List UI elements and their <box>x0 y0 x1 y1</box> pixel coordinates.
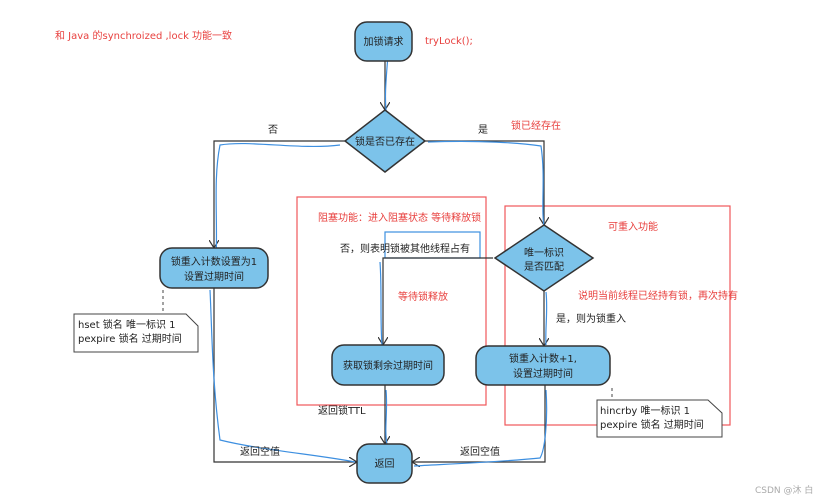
edge-null-right <box>412 385 546 462</box>
incr-label-2: 设置过期时间 <box>513 367 573 380</box>
match-decision-node[interactable] <box>493 224 595 292</box>
watermark: CSDN @沐 白 <box>755 484 813 496</box>
match-label-1: 唯一标识 <box>524 247 564 259</box>
return-node[interactable] <box>356 443 413 484</box>
top-note: 和 Java 的synchroized ,lock 功能一致 <box>55 29 232 42</box>
hincrby-note-line2: pexpire 锁名 过期时间 <box>600 418 704 431</box>
annotation-scribbles <box>209 54 548 467</box>
exists-decision-label: 锁是否已存在 <box>355 135 415 148</box>
match-label-2: 是否匹配 <box>524 261 564 273</box>
return-label: 返回 <box>375 458 395 470</box>
set-count-label-2: 设置过期时间 <box>184 270 244 283</box>
edge-label-return-ttl: 返回锁TTL <box>318 404 366 417</box>
lock-exists-note: 锁已经存在 <box>511 119 561 132</box>
exists-decision-node[interactable] <box>343 109 427 173</box>
edge-no-exists <box>214 140 345 248</box>
get-ttl-label: 获取锁剩余过期时间 <box>343 359 433 372</box>
reentrant-title: 可重入功能 <box>608 220 658 233</box>
edge-label-yes: 是 <box>478 124 488 136</box>
get-ttl-node[interactable] <box>331 344 445 386</box>
hincrby-note-line1: hincrby 唯一标识 1 <box>600 405 690 417</box>
start-node[interactable] <box>354 21 413 62</box>
hincrby-note <box>596 399 723 438</box>
edge-label-null-right: 返回空值 <box>460 445 500 458</box>
edge-label-null-left: 返回空值 <box>240 445 280 458</box>
start-node-label: 加锁请求 <box>364 35 404 48</box>
hset-note-line2: pexpire 锁名 过期时间 <box>78 332 182 345</box>
set-count-node[interactable] <box>159 247 269 289</box>
edge-label-reentrant: 是，则为锁重入 <box>556 312 626 325</box>
incr-node[interactable] <box>475 345 611 386</box>
edge-null-left <box>213 288 357 462</box>
incr-label-1: 锁重入计数+1, <box>509 352 577 365</box>
edge-not-match <box>383 257 493 345</box>
blocking-title: 阻塞功能：进入阻塞状态 等待释放锁 <box>318 211 481 224</box>
trylock-note: tryLock(); <box>425 36 473 47</box>
set-count-label-1: 锁重入计数设置为1 <box>171 255 257 268</box>
hset-note-line1: hset 锁名 唯一标识 1 <box>78 318 176 331</box>
wait-release-note: 等待锁释放 <box>398 290 448 303</box>
hset-note <box>73 313 199 353</box>
edge-label-not-match: 否，则表明锁被其他线程占有 <box>340 242 470 255</box>
blocking-region <box>296 196 487 406</box>
edge-label-no: 否 <box>268 124 278 136</box>
explain-reentrant-note: 说明当前线程已经持有锁，再次持有 <box>578 289 738 302</box>
